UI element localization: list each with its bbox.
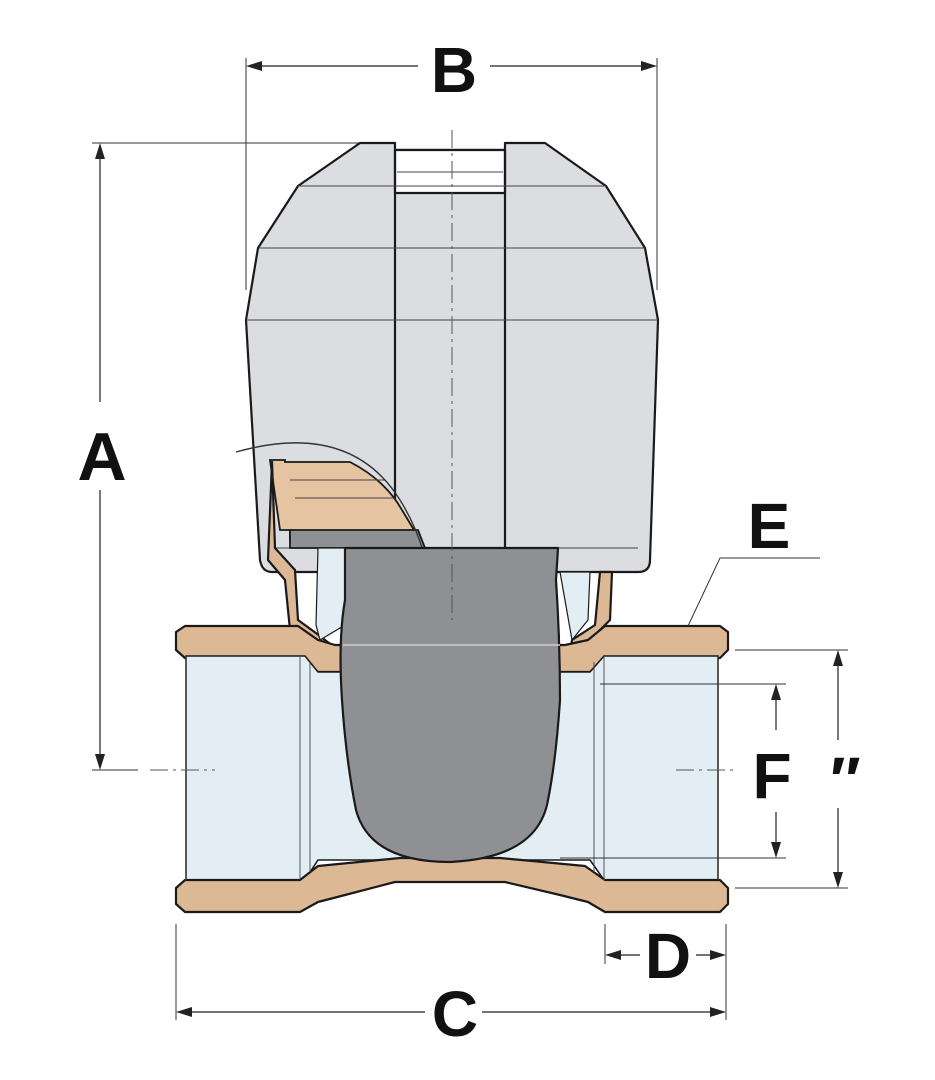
label-b: B [431, 34, 477, 106]
dimension-e: E [687, 490, 820, 627]
label-d: D [645, 920, 691, 992]
dimension-d: D [604, 920, 727, 1020]
dimension-a: A [77, 142, 360, 771]
label-e: E [748, 490, 791, 562]
label-a: A [77, 419, 126, 495]
dimension-f: F [560, 683, 792, 859]
center-lines [150, 130, 738, 771]
dimension-b: B [245, 34, 658, 290]
dimension-c: C [175, 924, 726, 1050]
dimension-inch: ″ [735, 649, 860, 889]
label-f: F [752, 740, 791, 812]
valve-plug [339, 546, 562, 864]
label-c: C [432, 978, 478, 1050]
cutaway-section [235, 442, 433, 601]
label-inch: ″ [827, 744, 860, 816]
